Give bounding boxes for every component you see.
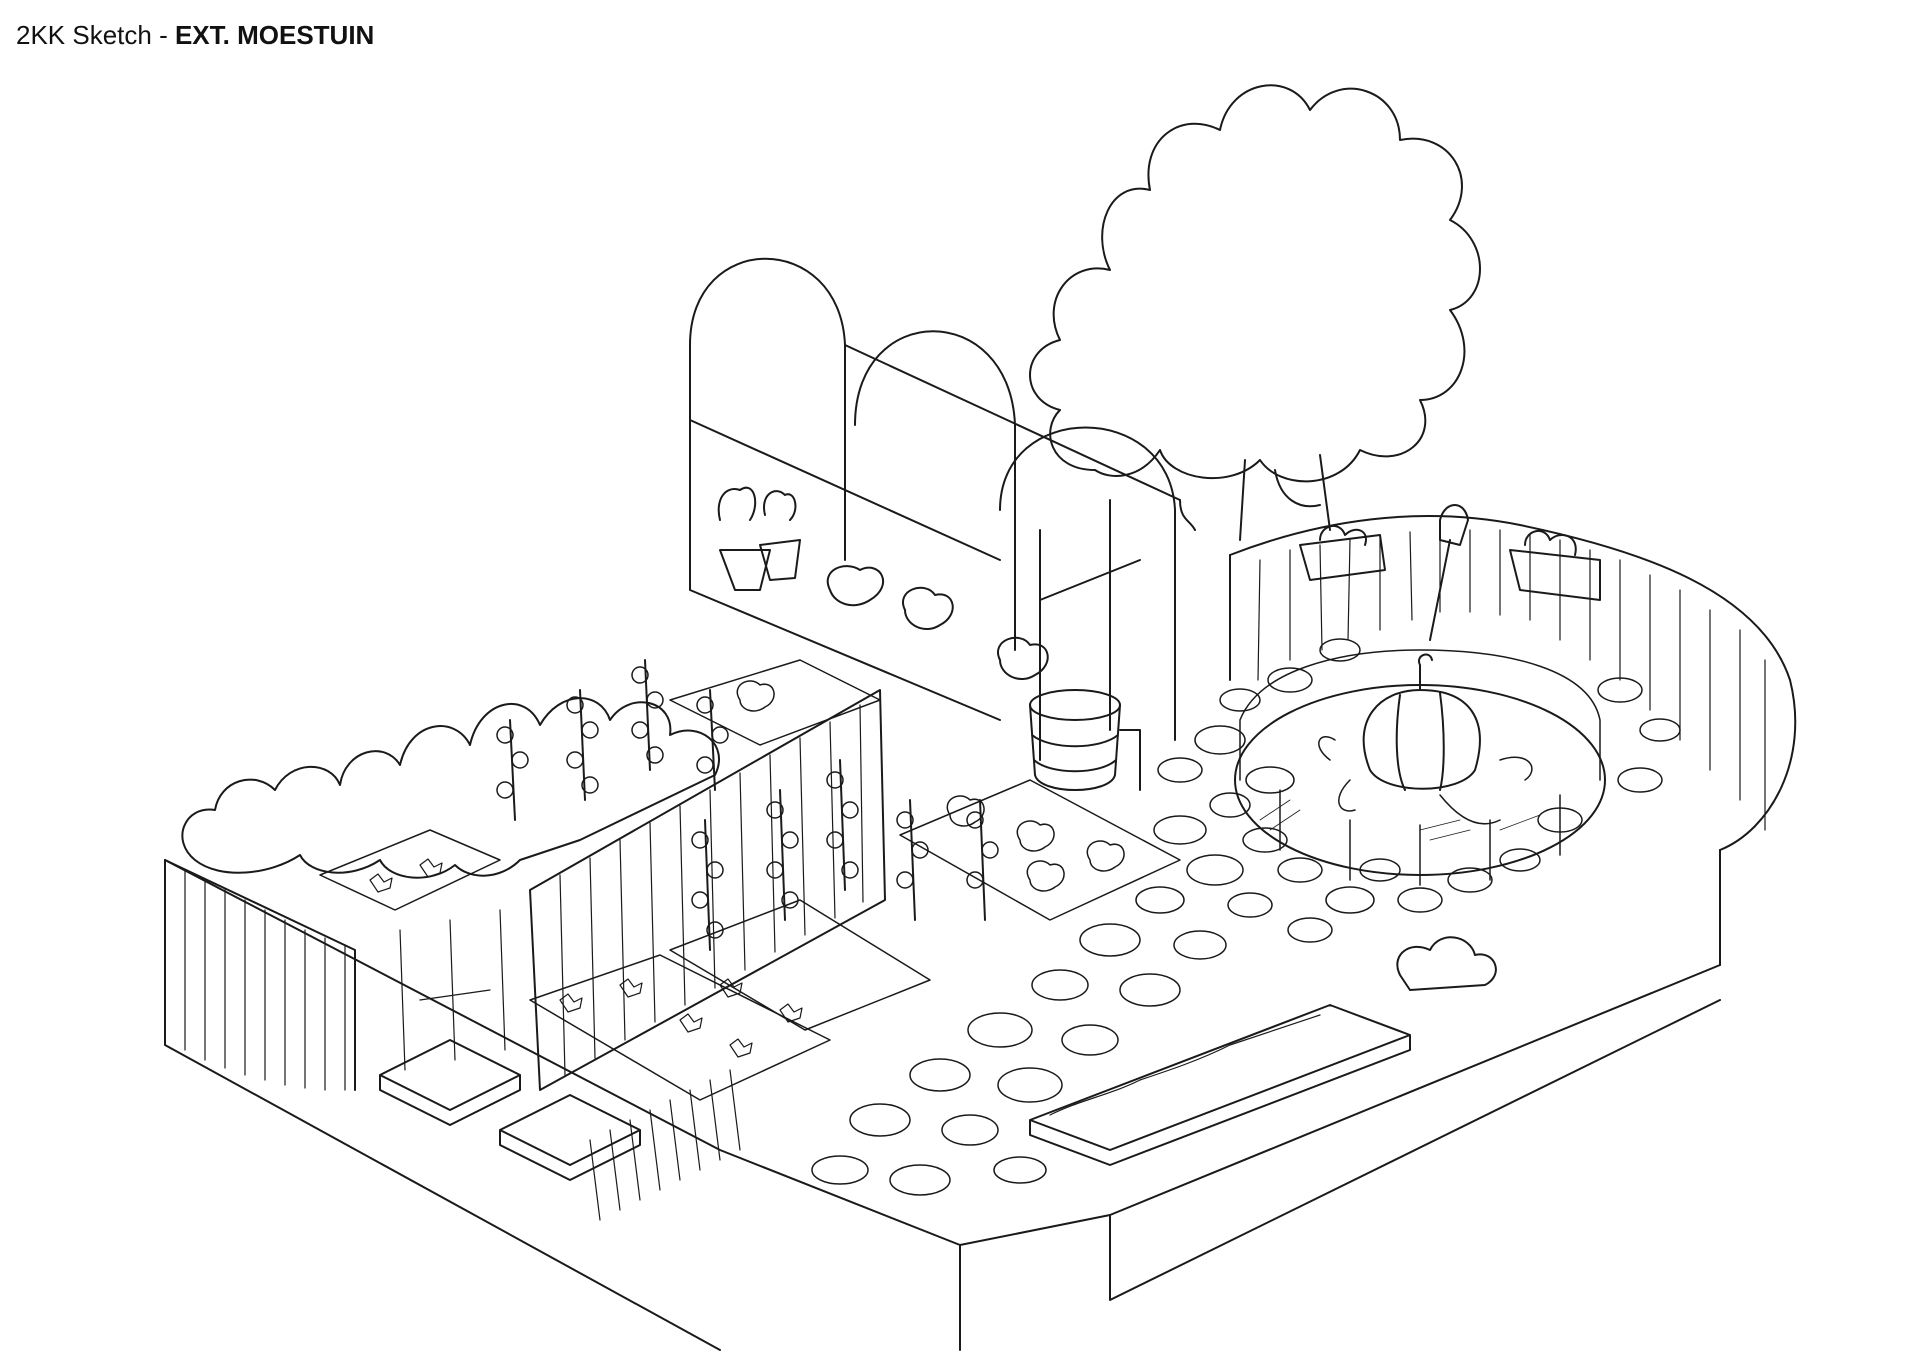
carrot-box-2 — [500, 1095, 640, 1180]
bed-back-left — [320, 830, 500, 910]
pen-mesh — [1260, 800, 1540, 840]
stone-path — [812, 639, 1680, 1195]
bed-lettuce-back — [670, 660, 880, 745]
front-fence-top — [165, 860, 355, 1090]
front-fence — [165, 860, 355, 1090]
small-bush — [1397, 937, 1496, 990]
barrel-pipe — [1120, 730, 1140, 790]
tomato-fruit-back — [497, 667, 728, 798]
greenhouse-front-arch — [1000, 428, 1175, 741]
lettuce-heads — [737, 681, 1124, 891]
greenhouse-pots — [719, 488, 800, 590]
greenhouse-back-arch — [690, 259, 845, 560]
barrel-body — [1030, 705, 1120, 790]
garden-beds — [320, 660, 1180, 1100]
tomato-stakes-front — [705, 760, 985, 950]
carrot-beds — [380, 910, 740, 1220]
rain-barrel — [1030, 690, 1140, 790]
pumpkin-vines — [1319, 737, 1532, 824]
greenhouse — [690, 259, 1195, 760]
front-fence-slats — [185, 870, 345, 1090]
tree — [1030, 85, 1480, 540]
raised-bed-right — [1030, 1005, 1410, 1165]
carrot-box-1 — [380, 1040, 520, 1125]
hedge — [182, 698, 719, 878]
divider-fence-top — [530, 690, 885, 1090]
ground-plot — [165, 850, 1720, 1245]
page-title: 2KK Sketch - EXT. MOESTUIN — [16, 20, 374, 51]
back-fence — [1230, 505, 1795, 965]
leafy-plants — [370, 859, 802, 1057]
divider-fence — [530, 690, 885, 1090]
fence-slats — [1258, 530, 1765, 830]
carrot-rows — [590, 1070, 740, 1220]
tomato-plants-front — [692, 760, 998, 950]
tomato-plants-back — [497, 660, 728, 820]
shovel — [1430, 505, 1468, 640]
bed-front — [530, 955, 830, 1100]
fence-bottom — [1230, 555, 1720, 965]
greenhouse-door — [1040, 500, 1195, 760]
greenhouse-mid-arch — [855, 331, 1015, 650]
tomato-fruit-front — [692, 772, 998, 938]
pumpkin-pen — [1235, 650, 1605, 885]
fence-planter-left — [1300, 526, 1385, 580]
bed-lettuce-front — [900, 780, 1180, 920]
fence-top — [1230, 516, 1795, 850]
pumpkin — [1364, 655, 1480, 790]
tree-trunk — [1240, 455, 1330, 540]
pen-fence — [1240, 650, 1600, 885]
bed-front-right — [670, 900, 930, 1030]
fence-planter-right — [1510, 531, 1600, 600]
tree-canopy — [1030, 85, 1480, 481]
sketch-prefix: 2KK Sketch - — [16, 20, 175, 50]
barrel-top — [1030, 690, 1120, 720]
raised-bed-plants — [1050, 1015, 1320, 1115]
tomato-stakes-back — [510, 660, 715, 820]
divider-fence-slats — [560, 705, 863, 1075]
trellis-poles — [400, 910, 505, 1070]
scene-name: EXT. MOESTUIN — [174, 20, 375, 50]
greenhouse-side — [690, 345, 1180, 720]
greenhouse-plants — [828, 566, 1048, 679]
ground-edge — [165, 860, 1720, 1350]
